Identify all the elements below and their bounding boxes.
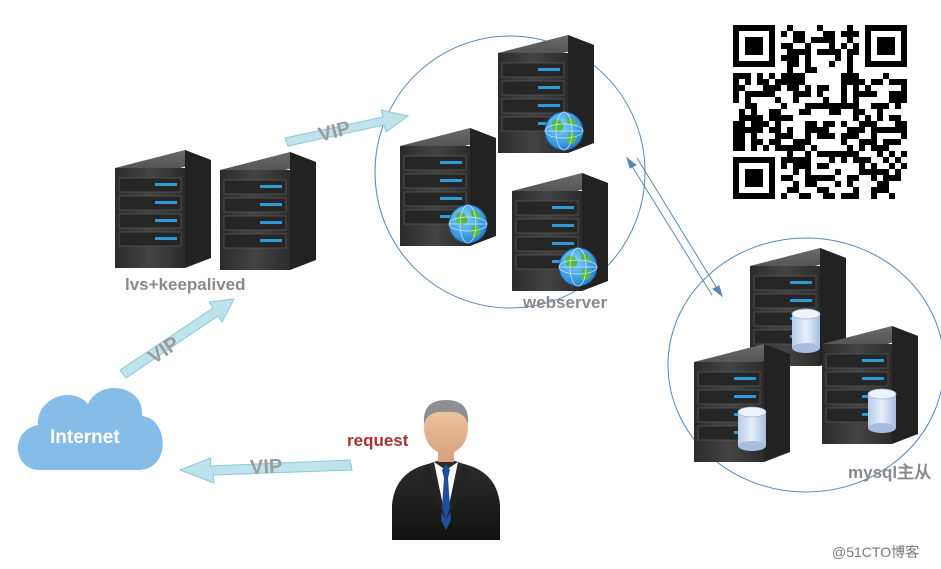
- webserver-1: [497, 34, 595, 154]
- mysql-cluster-circle: [667, 237, 941, 493]
- webserver-label: webserver: [522, 293, 607, 312]
- server-icon: [114, 149, 212, 269]
- cloud-icon: Internet: [17, 388, 163, 470]
- vip-arrow-bottom: VIP: [178, 455, 353, 484]
- mysql-server-3: [821, 325, 919, 445]
- watermark: @51CTO博客: [832, 544, 919, 560]
- webserver-2: [399, 127, 497, 247]
- globe-icon: [558, 247, 598, 287]
- vip-arrow-top: VIP: [284, 109, 410, 147]
- server-icon: [219, 151, 317, 271]
- person-icon: [392, 400, 500, 540]
- mysql-server-2: [693, 343, 791, 463]
- globe-icon: [544, 111, 584, 151]
- sync-arrows: [626, 156, 723, 298]
- database-icon: [737, 406, 767, 452]
- lvs-server-2: [219, 151, 317, 271]
- mysql-label: mysql主从: [848, 462, 931, 482]
- database-icon: [791, 308, 821, 354]
- globe-icon: [448, 204, 488, 244]
- lvs-label: lvs+keepalived: [125, 275, 246, 294]
- vip-label-top: VIP: [316, 117, 353, 146]
- vip-label-bottom: VIP: [250, 455, 283, 479]
- webserver-cluster-circle: [374, 35, 646, 309]
- qr-code-icon: [733, 25, 907, 199]
- request-label: request: [347, 431, 409, 450]
- database-icon: [867, 388, 897, 434]
- webserver-3: [511, 172, 609, 292]
- vip-arrow-left: VIP: [119, 298, 235, 379]
- internet-label: Internet: [50, 427, 120, 448]
- lvs-server-1: [114, 149, 212, 269]
